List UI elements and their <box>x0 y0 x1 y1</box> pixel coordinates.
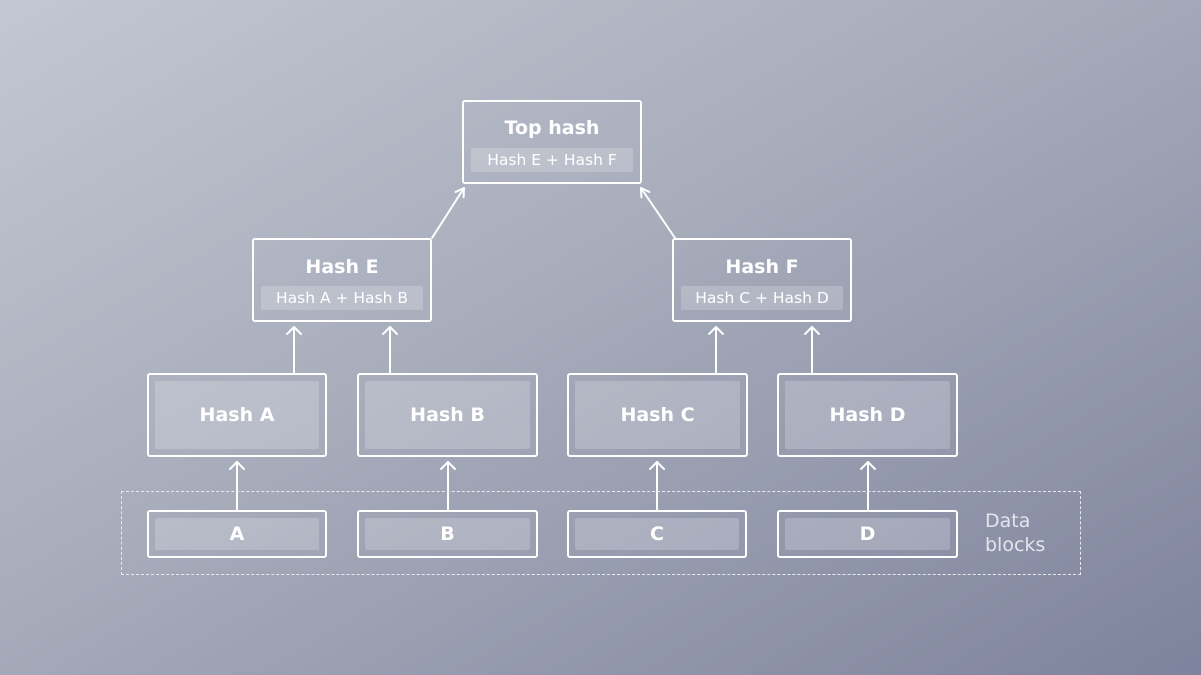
data-block-c: C <box>567 510 747 558</box>
data-block-b-label: B <box>365 518 530 550</box>
top-hash-title: Top hash <box>504 117 600 139</box>
arrow-hash-e-to-top-hash <box>431 187 465 239</box>
hash-f-title: Hash F <box>725 256 799 278</box>
hash-e-node: Hash E Hash A + Hash B <box>252 238 432 322</box>
data-block-d: D <box>777 510 958 558</box>
arrow-block-c-to-hash-c <box>649 461 665 511</box>
hash-d-label: Hash D <box>785 381 950 449</box>
hash-f-formula: Hash C + Hash D <box>681 286 843 310</box>
hash-d-node: Hash D <box>777 373 958 457</box>
top-hash-formula: Hash E + Hash F <box>471 148 633 172</box>
data-block-d-label: D <box>785 518 950 550</box>
hash-e-title: Hash E <box>305 256 379 278</box>
hash-b-label: Hash B <box>365 381 530 449</box>
data-blocks-label: Data blocks <box>985 510 1046 556</box>
hash-b-node: Hash B <box>357 373 538 457</box>
arrow-hash-f-to-top-hash <box>640 187 676 239</box>
hash-a-label: Hash A <box>155 381 319 449</box>
data-block-a-label: A <box>155 518 319 550</box>
arrow-hash-c-to-hash-f <box>708 326 724 374</box>
data-block-b: B <box>357 510 538 558</box>
hash-e-formula: Hash A + Hash B <box>261 286 423 310</box>
hash-c-label: Hash C <box>575 381 740 449</box>
arrow-block-d-to-hash-d <box>860 461 876 511</box>
hash-f-node: Hash F Hash C + Hash D <box>672 238 852 322</box>
arrow-hash-a-to-hash-e <box>286 326 302 374</box>
top-hash-node: Top hash Hash E + Hash F <box>462 100 642 184</box>
data-blocks-region <box>121 491 1081 575</box>
data-block-c-label: C <box>575 518 739 550</box>
arrow-block-b-to-hash-b <box>440 461 456 511</box>
data-block-a: A <box>147 510 327 558</box>
hash-c-node: Hash C <box>567 373 748 457</box>
arrow-block-a-to-hash-a <box>229 461 245 511</box>
arrow-hash-b-to-hash-e <box>382 326 398 374</box>
arrow-hash-d-to-hash-f <box>804 326 820 374</box>
hash-a-node: Hash A <box>147 373 327 457</box>
